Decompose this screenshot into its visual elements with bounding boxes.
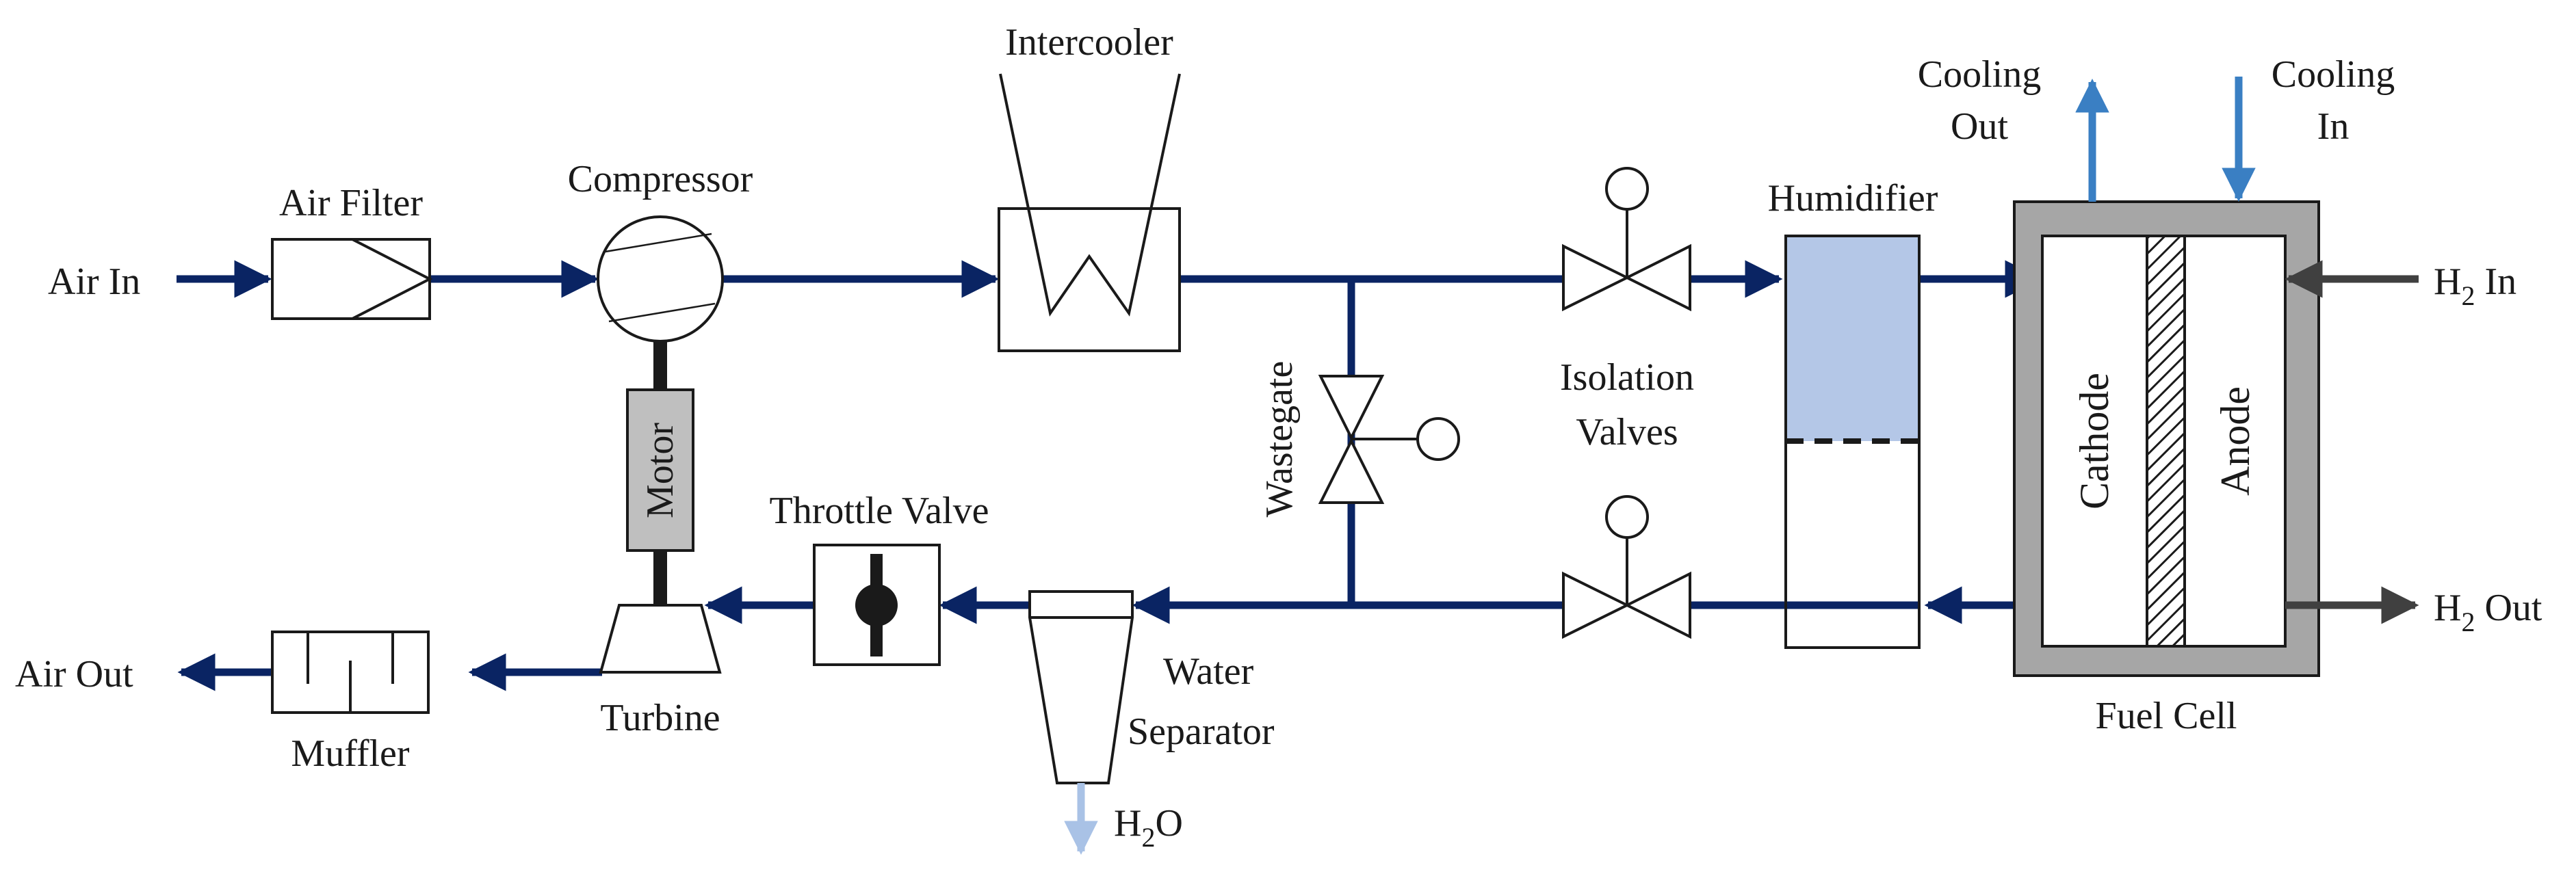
label-isolation-valves-line2: Valves <box>1576 411 1678 453</box>
wastegate-valve <box>1318 375 1460 504</box>
label-humidifier: Humidifier <box>1768 177 1938 220</box>
label-cooling-in-line1: Cooling <box>2272 53 2395 96</box>
intercooler <box>998 73 1181 352</box>
hydrogen-flows <box>2285 260 2419 624</box>
label-fuel-cell: Fuel Cell <box>2096 695 2237 737</box>
humidifier <box>1784 235 1921 649</box>
label-h2-out: H2 Out <box>2434 587 2542 637</box>
fuel-cell <box>2013 200 2320 677</box>
label-h2o: H2O <box>1114 802 1183 853</box>
labels: Air In Air Filter Compressor Intercooler… <box>15 21 2542 853</box>
label-h2-in: H2 In <box>2434 261 2516 311</box>
isolation-valve-lower <box>1562 495 1691 639</box>
isolation-valve-upper <box>1562 167 1691 312</box>
compressor <box>597 215 724 343</box>
label-muffler: Muffler <box>291 732 409 775</box>
label-compressor: Compressor <box>568 158 753 200</box>
throttle-valve <box>813 544 941 666</box>
muffler <box>271 631 430 714</box>
label-wastegate: Wastegate <box>1258 361 1301 518</box>
label-motor: Motor <box>639 423 681 518</box>
label-water-separator-line1: Water <box>1163 650 1254 693</box>
coolant-flows <box>2075 77 2256 202</box>
label-isolation-valves-line1: Isolation <box>1560 356 1694 399</box>
label-anode: Anode <box>2213 386 2258 496</box>
label-cooling-out-line1: Cooling <box>1918 53 2041 96</box>
label-air-out: Air Out <box>15 653 133 695</box>
label-water-separator-line2: Separator <box>1128 711 1275 753</box>
label-air-filter: Air Filter <box>279 182 423 224</box>
water-separator <box>1028 590 1134 855</box>
label-cathode: Cathode <box>2072 373 2117 509</box>
label-cooling-in-line2: In <box>2317 105 2350 148</box>
label-turbine: Turbine <box>600 697 720 739</box>
label-throttle-valve: Throttle Valve <box>770 490 989 532</box>
air-filter <box>271 238 433 320</box>
label-air-in: Air In <box>48 261 140 303</box>
turbine <box>599 604 722 674</box>
label-cooling-out-line2: Out <box>1951 105 2008 148</box>
air-piping <box>177 260 2043 691</box>
label-intercooler: Intercooler <box>1005 21 1173 64</box>
motor <box>626 388 694 552</box>
